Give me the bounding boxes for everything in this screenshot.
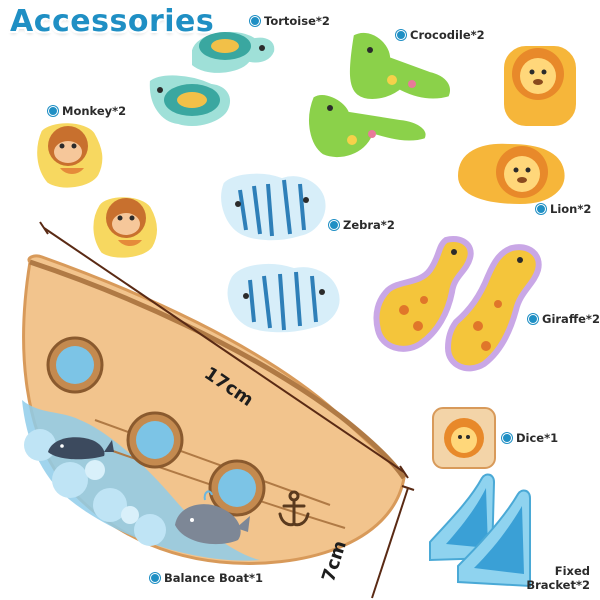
label-giraffe-text: Giraffe*2 (542, 312, 600, 326)
label-crocodile: Crocodile*2 (396, 28, 485, 42)
label-fixed-bracket-line2: Bracket*2 (526, 578, 590, 592)
label-balance-boat: Balance Boat*1 (150, 571, 263, 585)
bullet-icon (536, 204, 546, 214)
monkey-piece (89, 193, 161, 262)
porthole (208, 459, 266, 517)
monkey-piece (33, 119, 107, 192)
label-fixed-bracket-line1: Fixed (554, 564, 590, 578)
bullet-icon (250, 16, 260, 26)
label-balance-boat-text: Balance Boat*1 (164, 571, 263, 585)
bullet-icon (150, 573, 160, 583)
label-monkey-text: Monkey*2 (62, 104, 127, 118)
crocodile-piece (345, 28, 454, 103)
tortoise-piece (145, 71, 234, 130)
label-giraffe: Giraffe*2 (528, 312, 600, 326)
whale-icon (48, 437, 114, 460)
label-monkey: Monkey*2 (48, 104, 126, 118)
bullet-icon (502, 433, 512, 443)
label-fixed-bracket: Fixed Bracket*2 (520, 564, 590, 592)
balance-boat (22, 254, 407, 565)
zebra-piece (223, 259, 344, 337)
dice-piece (432, 407, 496, 469)
dimension-line-height (371, 485, 415, 599)
porthole (126, 411, 184, 469)
label-zebra-text: Zebra*2 (343, 218, 395, 232)
label-crocodile-text: Crocodile*2 (410, 28, 485, 42)
label-lion-text: Lion*2 (550, 202, 592, 216)
dimension-line-length (39, 221, 409, 479)
giraffe-piece (373, 236, 474, 352)
label-tortoise: Tortoise*2 (250, 14, 330, 28)
label-dice-text: Dice*1 (516, 431, 559, 445)
bullet-icon (329, 220, 339, 230)
crocodile-piece (305, 91, 430, 162)
anchor-icon (278, 490, 310, 527)
bullet-icon (528, 314, 538, 324)
zebra-piece (217, 169, 330, 245)
lion-piece (500, 42, 580, 130)
giraffe-piece (444, 244, 542, 372)
porthole (46, 336, 104, 394)
fixed-bracket-piece (457, 489, 531, 588)
tortoise-piece (188, 27, 279, 77)
bullet-icon (396, 30, 406, 40)
label-lion: Lion*2 (536, 202, 591, 216)
bullet-icon (48, 106, 58, 116)
label-zebra: Zebra*2 (329, 218, 395, 232)
label-tortoise-text: Tortoise*2 (264, 14, 330, 28)
lion-piece (453, 139, 569, 209)
fixed-bracket-piece (429, 473, 496, 562)
page-title: Accessories (10, 4, 215, 39)
label-dice: Dice*1 (502, 431, 558, 445)
whale-icon (175, 490, 250, 545)
